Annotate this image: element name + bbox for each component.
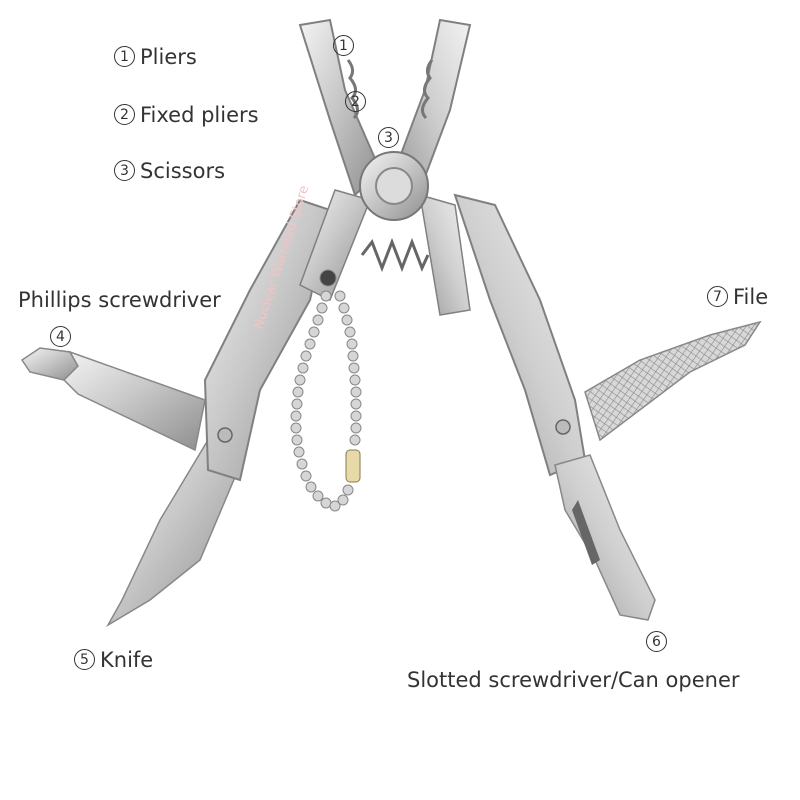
label-text: Fixed pliers	[140, 103, 259, 127]
plier-jaws	[298, 18, 472, 316]
label-text: Pliers	[140, 45, 197, 69]
slotted-screwdriver-blade	[554, 454, 656, 621]
number-badge: 2	[345, 90, 366, 112]
label-text: File	[733, 285, 769, 309]
label-text: Slotted screwdriver/Can opener	[407, 668, 740, 692]
phillips-screwdriver	[20, 347, 206, 452]
number-badge: 1	[333, 34, 354, 56]
number-badge: 5	[74, 648, 95, 670]
label-text: Phillips screwdriver	[18, 288, 221, 312]
knife-blade	[105, 438, 239, 628]
number-badge: 2	[114, 103, 135, 125]
marker-2: 2	[345, 90, 366, 114]
marker-4: 4	[50, 325, 71, 349]
number-badge: 7	[707, 285, 728, 307]
marker-1: 1	[333, 34, 354, 58]
label-slotted-screwdriver: Slotted screwdriver/Can opener	[407, 670, 740, 691]
right-handle	[453, 193, 587, 477]
marker-3: 3	[378, 126, 399, 150]
pivot	[359, 151, 429, 221]
number-badge: 1	[114, 45, 135, 67]
marker-6: 6	[646, 630, 667, 654]
label-text: Scissors	[140, 159, 226, 183]
label-text: Knife	[100, 648, 154, 672]
spring	[360, 237, 430, 273]
label-phillips-screwdriver: Phillips screwdriver	[18, 290, 221, 311]
number-badge: 4	[50, 325, 71, 347]
file-blade	[584, 320, 762, 442]
number-badge: 6	[646, 630, 667, 652]
number-badge: 3	[114, 159, 135, 181]
ball-chain	[290, 269, 362, 512]
number-badge: 3	[378, 126, 399, 148]
